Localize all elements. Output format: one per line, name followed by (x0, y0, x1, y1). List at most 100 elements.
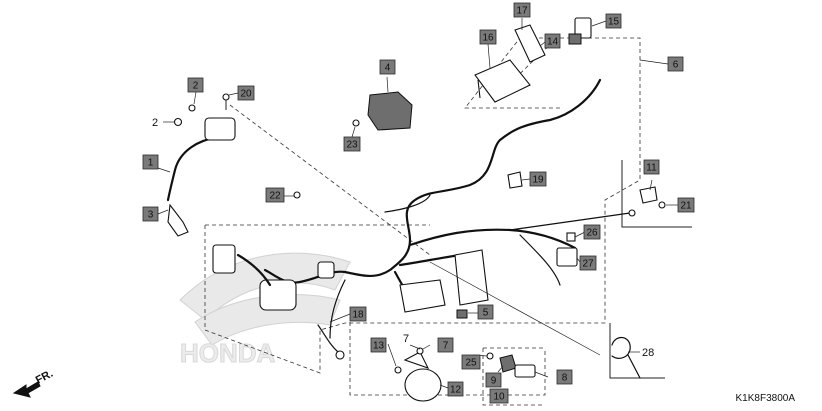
nut-2 (188, 104, 196, 112)
bolt-23 (352, 119, 360, 127)
callout-26: 26 (583, 224, 601, 240)
regulator-rectifier (367, 91, 413, 131)
screw-7 (416, 347, 424, 355)
callout-15: 15 (605, 13, 622, 29)
horn-bracket (403, 351, 430, 369)
bolt-21 (658, 201, 666, 209)
callout-7a: 7 (437, 337, 454, 353)
relay-14 (568, 33, 582, 45)
washer-2 (173, 117, 183, 127)
callout-8: 8 (556, 369, 573, 385)
ecu-cover (514, 24, 546, 63)
svg-text:17: 17 (516, 6, 528, 17)
cable-end-18 (335, 350, 345, 360)
group-outlines (204, 37, 641, 406)
ignition-coil (204, 117, 236, 141)
ecu-unit (474, 59, 531, 103)
direction-label: FR. (34, 368, 55, 387)
fuse-box-cover (454, 249, 489, 306)
front-direction-indicator: FR. (12, 368, 55, 398)
svg-text:6: 6 (673, 60, 679, 71)
starter-relay (399, 279, 446, 313)
svg-text:13: 13 (373, 341, 385, 352)
sensor-11 (639, 186, 658, 204)
svg-text:26: 26 (586, 228, 598, 239)
svg-text:10: 10 (493, 392, 505, 403)
callout-17: 17 (513, 2, 531, 18)
fuse-5 (456, 309, 468, 319)
svg-text:7: 7 (403, 333, 409, 345)
watermark: HONDA (179, 252, 351, 369)
clip-22 (293, 191, 301, 199)
callout-22: 22 (265, 187, 285, 203)
callout-1: 1 (142, 154, 159, 170)
battery-terminal-a (212, 244, 236, 274)
bracket-lines (609, 160, 692, 379)
connector-left (317, 261, 335, 279)
svg-text:28: 28 (642, 347, 654, 359)
connector-27 (556, 247, 578, 267)
connector-19 (507, 171, 523, 189)
sensor-plug (628, 209, 636, 217)
callout-6: 6 (667, 56, 684, 72)
svg-text:11: 11 (646, 163, 657, 174)
diagram-code: K1K8F3800A (736, 393, 796, 404)
battery-box (259, 279, 297, 311)
callout-11: 11 (643, 159, 660, 175)
callout-14: 14 (544, 33, 561, 49)
callout-27: 27 (579, 255, 597, 271)
bracket-8 (514, 364, 536, 378)
callout-12: 12 (447, 381, 464, 397)
watermark-text: HONDA (180, 338, 276, 368)
svg-text:2: 2 (193, 81, 199, 92)
svg-text:22: 22 (269, 191, 281, 202)
svg-text:21: 21 (680, 201, 692, 212)
nut-13 (394, 366, 402, 374)
svg-text:23: 23 (346, 140, 358, 151)
svg-text:19: 19 (532, 175, 544, 186)
clamp-9 (499, 354, 517, 373)
plug-cap (167, 203, 189, 237)
svg-text:5: 5 (483, 308, 489, 319)
svg-text:20: 20 (240, 89, 252, 100)
callout-10: 10 (489, 388, 509, 404)
svg-text:1: 1 (148, 158, 154, 169)
callout-9: 9 (485, 372, 502, 388)
callout-5: 5 (477, 304, 494, 320)
svg-text:12: 12 (450, 385, 462, 396)
callout-19: 19 (529, 171, 547, 187)
callout-25: 25 (461, 354, 481, 370)
relay-15 (574, 17, 592, 39)
callout-21: 21 (677, 197, 695, 213)
callout-28: 28 (642, 347, 654, 359)
parts (166, 17, 666, 402)
callout-4: 4 (379, 59, 396, 75)
callout-23: 23 (343, 136, 361, 152)
bolt-20 (222, 93, 230, 101)
callout-20: 20 (237, 85, 255, 101)
svg-text:2: 2 (152, 117, 158, 129)
bolt-25 (486, 352, 494, 360)
svg-text:9: 9 (491, 376, 497, 387)
svg-text:27: 27 (582, 259, 594, 270)
callout-2b: 2 (152, 117, 158, 129)
callout-2a: 2 (187, 77, 204, 93)
callout-7b: 7 (403, 333, 409, 345)
svg-text:14: 14 (547, 37, 559, 48)
svg-text:16: 16 (482, 33, 494, 44)
svg-text:8: 8 (562, 373, 568, 384)
svg-text:18: 18 (352, 310, 364, 321)
svg-text:3: 3 (148, 210, 154, 221)
horn (404, 368, 442, 402)
svg-text:15: 15 (608, 17, 620, 28)
svg-text:7: 7 (443, 341, 449, 352)
callout-18: 18 (349, 306, 367, 322)
callout-13: 13 (370, 337, 387, 353)
clip-26 (566, 232, 576, 242)
arrow-icon (12, 381, 41, 398)
svg-text:25: 25 (465, 358, 477, 369)
callout-16: 16 (479, 29, 497, 45)
svg-text:4: 4 (385, 63, 391, 74)
callout-3: 3 (142, 206, 159, 222)
